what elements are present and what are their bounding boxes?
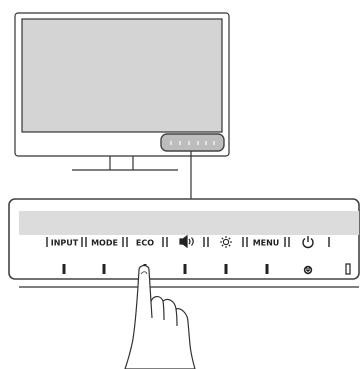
monitor-screen [21, 18, 223, 133]
button-mode[interactable] [102, 264, 106, 274]
monitor-stand [72, 156, 178, 171]
button-input[interactable] [62, 264, 66, 274]
button-brightness[interactable] [224, 264, 228, 274]
label-mode: MODE [91, 239, 118, 248]
brightness-sun-icon [220, 236, 232, 248]
label-separators [46, 237, 330, 247]
power-icon [302, 236, 314, 249]
label-eco: ECO [136, 239, 154, 248]
monitor [14, 12, 230, 199]
button-volume[interactable] [183, 264, 187, 274]
button-power[interactable] [303, 265, 313, 275]
power-indicator-led [345, 263, 351, 275]
pressing-hand-illustration [124, 264, 196, 369]
bezel-button-marks [170, 141, 215, 145]
button-menu[interactable] [265, 264, 269, 274]
speaker-volume-icon [179, 234, 194, 249]
panel-label-strip [19, 211, 359, 235]
label-menu: MENU [253, 239, 280, 248]
label-input: INPUT [51, 239, 79, 248]
bezel-button-area-highlight [160, 133, 225, 152]
